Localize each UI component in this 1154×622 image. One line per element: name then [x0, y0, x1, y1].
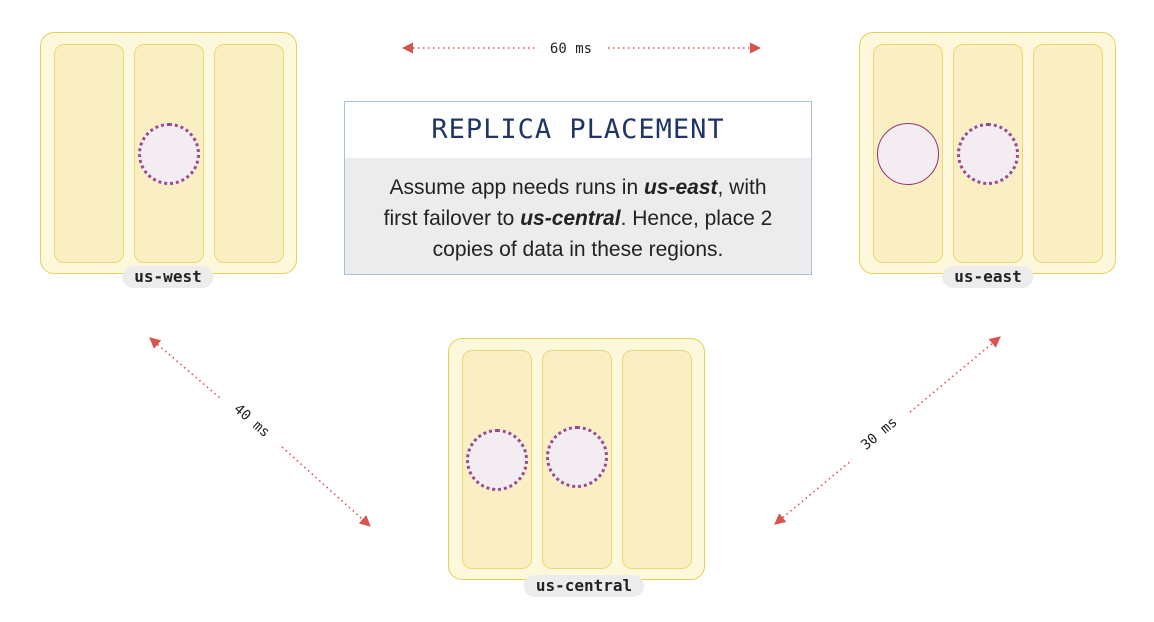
- callout-description: Assume app needs runs in us-east, with f…: [345, 158, 811, 274]
- zone-1: [54, 44, 124, 263]
- replica-placeholder: [138, 123, 200, 185]
- zone-1: [462, 350, 532, 569]
- zone-3: [622, 350, 692, 569]
- callout-title: REPLICA PLACEMENT: [431, 114, 725, 145]
- latency-label-west-east: 60 ms: [550, 41, 592, 57]
- description-text: Assume app needs runs in: [389, 176, 644, 199]
- zone-3: [214, 44, 284, 263]
- region-us-east: [859, 32, 1116, 274]
- zone-2: [134, 44, 204, 263]
- replica-placed: [877, 123, 939, 185]
- latency-link-west-east: 60 ms: [401, 41, 762, 57]
- latency-label-west-central: 40 ms: [230, 401, 272, 441]
- region-emphasis-us-east: us-east: [643, 176, 718, 199]
- replica-placeholder: [466, 429, 528, 491]
- replica-placeholder: [957, 123, 1019, 185]
- region-us-central: [448, 338, 705, 580]
- replica-placeholder: [546, 426, 608, 488]
- zone-2: [953, 44, 1023, 263]
- description-line-2: first failover to us-central. Hence, pla…: [363, 203, 793, 234]
- zone-1: [873, 44, 943, 263]
- region-us-west: [40, 32, 297, 274]
- zone-3: [1033, 44, 1103, 263]
- description-text: . Hence, place 2: [620, 207, 773, 230]
- zone-2: [542, 350, 612, 569]
- region-label-us-central: us-central: [523, 575, 645, 597]
- latency-label-central-east: 30 ms: [858, 414, 901, 453]
- latency-link-central-east: 30 ms: [774, 336, 1001, 525]
- description-text: , with: [717, 176, 767, 199]
- replica-placement-callout: REPLICA PLACEMENT Assume app needs runs …: [344, 101, 812, 275]
- description-line-3: copies of data in these regions.: [432, 238, 724, 261]
- description-text: first failover to: [383, 207, 521, 230]
- region-label-us-west: us-west: [122, 266, 214, 288]
- description-line-1: Assume app needs runs in us-east, with: [363, 172, 793, 203]
- region-label-us-east: us-east: [942, 266, 1034, 288]
- latency-link-west-central: 40 ms: [149, 337, 371, 527]
- region-emphasis-us-central: us-central: [520, 207, 621, 230]
